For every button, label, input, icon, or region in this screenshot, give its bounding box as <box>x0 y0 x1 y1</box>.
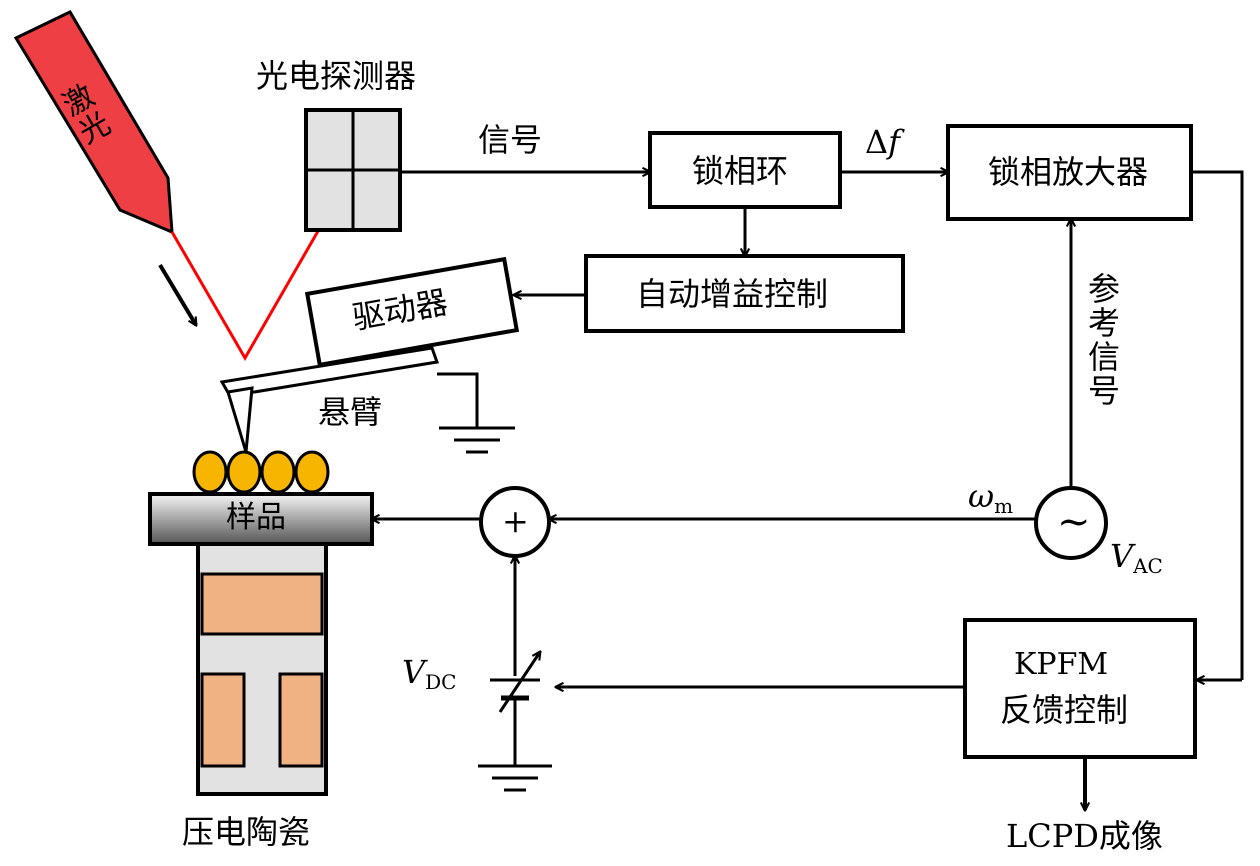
lockin-label: 锁相放大器 <box>988 153 1149 191</box>
omega-label: ωm <box>968 480 1013 516</box>
delta-symbol: Δ <box>865 123 889 161</box>
omega-subscript: m <box>994 494 1014 518</box>
lockin-kpfm-wire <box>1191 170 1244 680</box>
reference-signal-label: 参考信号 <box>1083 272 1121 408</box>
probe-tip <box>226 386 254 453</box>
agc-label: 自动增益控制 <box>636 275 829 313</box>
vdc-label: VDC <box>402 656 456 692</box>
laser-beam <box>170 171 354 362</box>
kpfm-box <box>963 618 1197 759</box>
vac-subscript: AC <box>1133 554 1163 578</box>
sample-particles <box>192 450 330 494</box>
cantilever-ground-wire <box>437 372 479 428</box>
tilde-sign: ~ <box>1057 499 1091 545</box>
signal-label: 信号 <box>478 121 543 159</box>
pll-label: 锁相环 <box>692 152 789 190</box>
sum-sign: + <box>502 502 529 540</box>
omega-symbol: ω <box>968 477 995 515</box>
vdc-subscript: DC <box>425 670 457 694</box>
delta-f-label: Δf <box>865 126 900 158</box>
cantilever-ground-symbol <box>439 426 515 454</box>
agc-box <box>584 254 905 333</box>
kpfm-label-line2: 反馈控制 <box>1000 691 1129 729</box>
vdc-ground-symbol <box>478 764 552 792</box>
f-variable: f <box>888 123 900 161</box>
lockin-box <box>946 124 1193 221</box>
photodetector-label: 光电探测器 <box>256 57 417 95</box>
laser-direction-arrow <box>158 263 198 325</box>
sample-label: 样品 <box>226 500 286 535</box>
piezo-label: 压电陶瓷 <box>182 813 311 851</box>
cantilever-label: 悬臂 <box>318 393 383 431</box>
kpfm-label-line1: KPFM <box>1014 647 1109 682</box>
vac-label: VAC <box>1110 540 1163 576</box>
output-label: LCPD成像 <box>1006 817 1163 855</box>
laser-source <box>13 10 174 235</box>
driver-box <box>304 256 520 368</box>
vdc-symbol: V <box>402 653 426 691</box>
piezo-stack <box>196 542 328 796</box>
pll-box <box>648 131 842 209</box>
vac-symbol: V <box>1110 537 1134 575</box>
